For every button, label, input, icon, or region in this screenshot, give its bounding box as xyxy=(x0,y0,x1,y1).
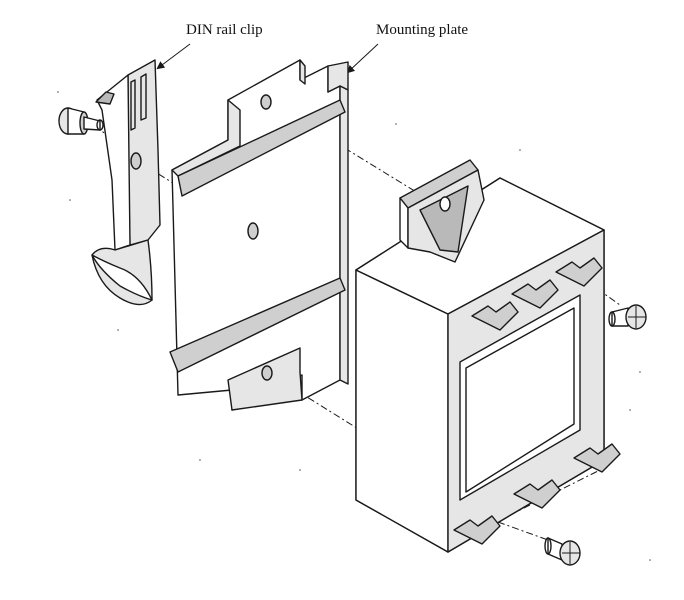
leader-mounting-plate xyxy=(346,43,379,74)
label-din-rail-clip: DIN rail clip xyxy=(186,22,263,38)
din-rail-clip xyxy=(91,59,161,306)
mounting-plate xyxy=(169,59,349,411)
scan-speckles xyxy=(57,91,651,561)
label-mounting-plate: Mounting plate xyxy=(376,22,469,38)
screw-icon xyxy=(58,107,104,135)
component-box xyxy=(355,159,621,553)
leader-din-rail-clip xyxy=(156,43,191,70)
screw-icon xyxy=(608,304,647,330)
screw-icon xyxy=(544,537,581,566)
